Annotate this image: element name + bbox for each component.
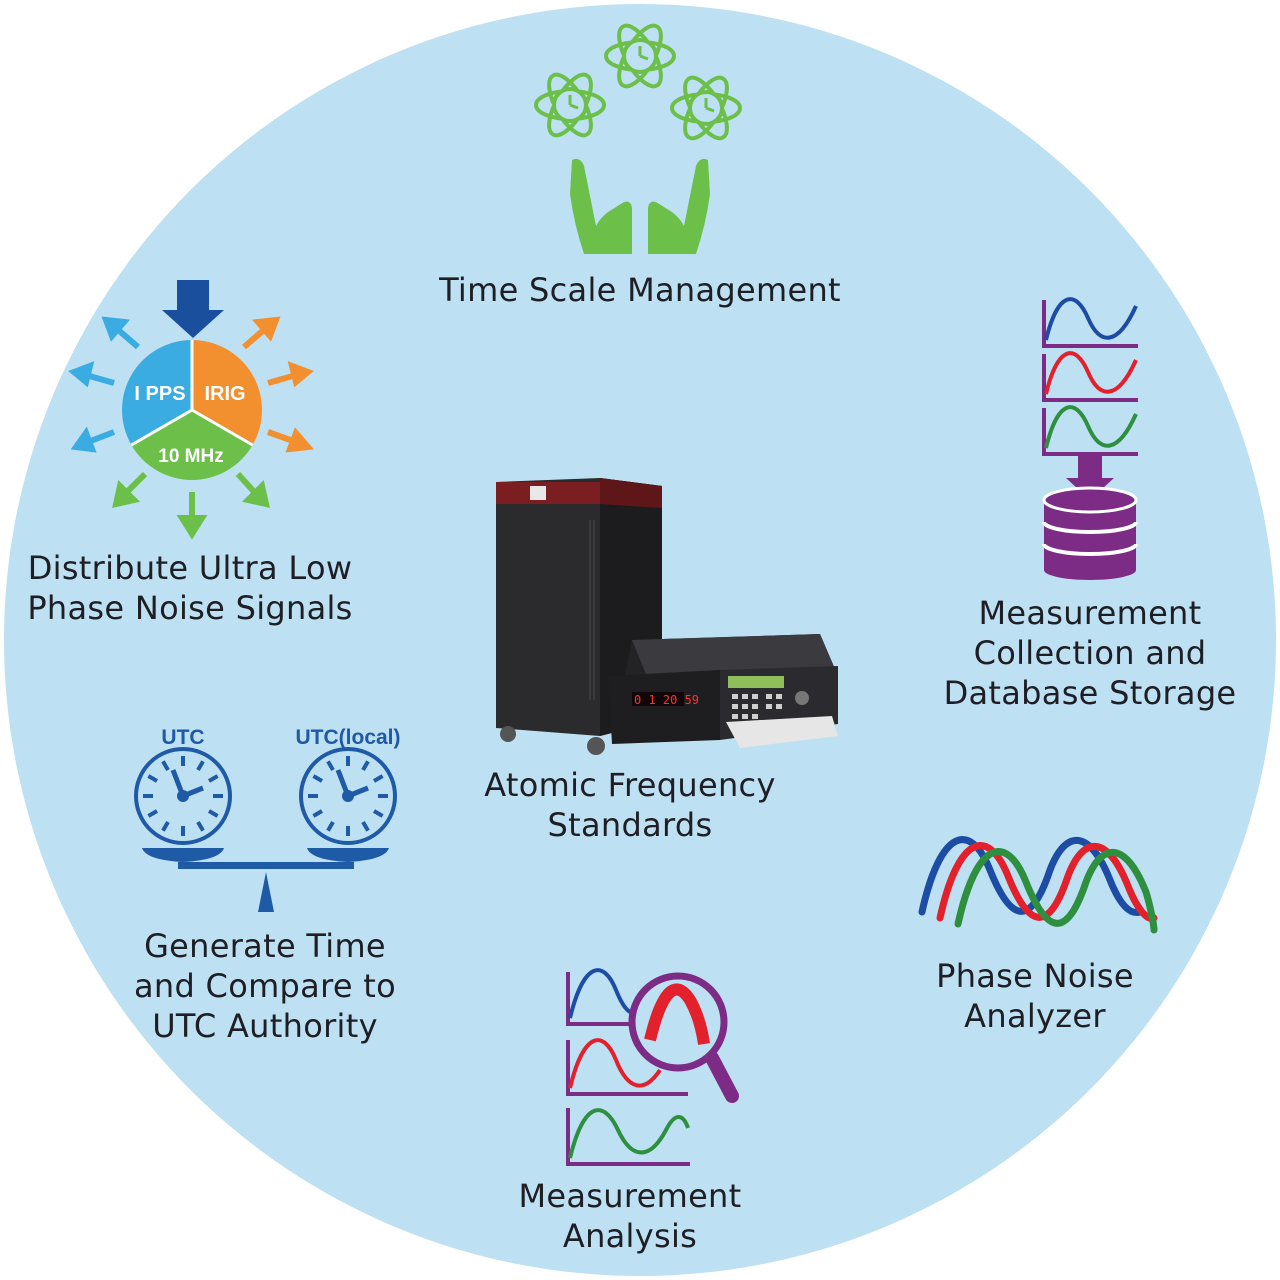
irig-segment-label: IRIG (204, 383, 245, 405)
measurement-analysis-label: Measurement Analysis (480, 1176, 780, 1256)
atomic-line-2: Standards (547, 806, 713, 844)
time-scale-management-label: Time Scale Management (400, 270, 880, 310)
distribute-line-2: Phase Noise Signals (27, 589, 353, 627)
distribute-line-1: Distribute Ultra Low (27, 549, 353, 587)
atomic-frequency-standards-label: Atomic Frequency Standards (460, 765, 800, 845)
utc-line-1: Generate Time (144, 927, 386, 965)
phase-noise-analyzer-label: Phase Noise Analyzer (900, 956, 1170, 1036)
database-line-1: Measurement (978, 594, 1202, 632)
utc-local-clock-label: UTC(local) (296, 726, 401, 749)
signal-distribution-icon: I PPS IRIG 10 MHz (68, 280, 314, 540)
utc-line-3: UTC Authority (152, 1007, 378, 1045)
atomic-line-1: Atomic Frequency (484, 766, 776, 804)
atomic-frequency-standard-equipment-icon: 0 1 20 59 (496, 478, 838, 755)
time-scale-line-1: Time Scale Management (439, 271, 841, 309)
analysis-line-2: Analysis (562, 1217, 698, 1255)
utc-line-2: and Compare to (133, 967, 397, 1005)
utc-clock-label: UTC (161, 726, 204, 749)
waves-to-database-icon (1042, 297, 1138, 580)
distribute-signals-label: Distribute Ultra Low Phase Noise Signals (20, 548, 360, 628)
overlapping-waves-icon (918, 836, 1158, 934)
database-line-2: Collection and (973, 634, 1207, 672)
pps-segment-label: I PPS (134, 383, 185, 405)
generate-time-label: Generate Time and Compare to UTC Authori… (110, 926, 420, 1046)
database-storage-label: Measurement Collection and Database Stor… (940, 593, 1240, 713)
atom-clocks-in-hands-icon (534, 17, 742, 254)
analysis-line-1: Measurement (518, 1177, 742, 1215)
phase-noise-line-2: Analyzer (964, 997, 1106, 1035)
waves-with-magnifier-icon (566, 968, 739, 1166)
frequency-display-readout: 0 1 20 59 (634, 693, 699, 707)
database-line-3: Database Storage (943, 674, 1237, 712)
phase-noise-line-1: Phase Noise (936, 957, 1134, 995)
clock-balance-icon: UTC UTC(local) (136, 726, 401, 912)
mhz-segment-label: 10 MHz (158, 446, 223, 467)
